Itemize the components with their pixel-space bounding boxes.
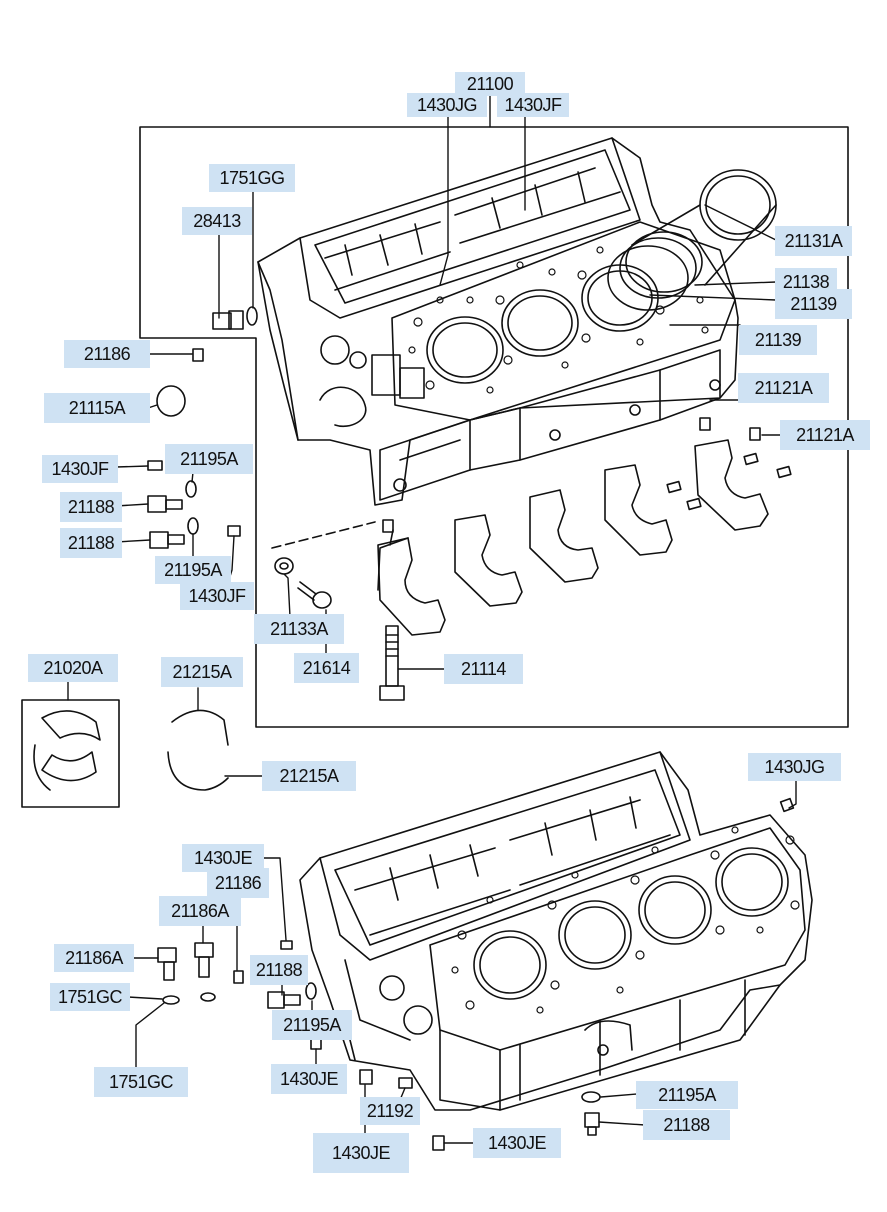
main-cap-bolt — [380, 626, 404, 700]
part-label-1430jg-top[interactable]: 1430JG — [407, 93, 487, 117]
part-label-21020a[interactable]: 21020A — [28, 654, 118, 682]
lower-left-small-parts — [158, 941, 600, 1150]
part-label-21215a-upper[interactable]: 21215A — [161, 657, 243, 687]
part-label-21215a-lower[interactable]: 21215A — [262, 761, 356, 791]
part-label-21139-a[interactable]: 21139 — [775, 289, 852, 319]
part-label-1430je-b[interactable]: 1430JE — [271, 1064, 347, 1094]
part-label-21188-lower[interactable]: 21188 — [60, 528, 122, 558]
part-label-28413[interactable]: 28413 — [182, 207, 252, 235]
part-label-1751gc-b[interactable]: 1751GC — [94, 1067, 188, 1097]
part-label-21139-b[interactable]: 21139 — [739, 325, 817, 355]
part-label-21188-block[interactable]: 21188 — [250, 955, 308, 985]
part-label-21195a-bottom[interactable]: 21195A — [636, 1081, 738, 1109]
part-label-21186-lower[interactable]: 21186 — [207, 868, 269, 898]
part-label-21121a-b[interactable]: 21121A — [780, 420, 870, 450]
upper-engine-block — [258, 138, 776, 505]
part-label-1430jf-pin[interactable]: 1430JF — [180, 582, 254, 610]
part-label-1430jf-top[interactable]: 1430JF — [497, 93, 569, 117]
part-label-21195a-lower[interactable]: 21195A — [155, 556, 231, 584]
part-label-21121a-a[interactable]: 21121A — [738, 373, 829, 403]
leader-lines — [68, 96, 796, 1143]
part-label-1430jf-left[interactable]: 1430JF — [42, 455, 118, 483]
part-label-21188-bottom[interactable]: 21188 — [643, 1110, 730, 1140]
upper-left-small-parts — [148, 307, 257, 548]
part-label-21186a-b[interactable]: 21186A — [54, 944, 134, 972]
part-label-21186a-a[interactable]: 21186A — [159, 896, 241, 926]
part-label-21195a-upper[interactable]: 21195A — [165, 444, 253, 474]
lower-engine-block — [300, 752, 812, 1110]
part-label-21195a-block[interactable]: 21195A — [272, 1010, 352, 1040]
part-label-1751gc-a[interactable]: 1751GC — [50, 983, 130, 1011]
part-label-21188-upper[interactable]: 21188 — [60, 492, 122, 522]
part-label-21115a[interactable]: 21115A — [44, 393, 150, 423]
part-label-1430jg-lower[interactable]: 1430JG — [748, 753, 841, 781]
part-label-21131a[interactable]: 21131A — [775, 226, 852, 256]
part-label-21186-top[interactable]: 21186 — [64, 340, 150, 368]
part-label-21100-assembly[interactable]: 21100 — [455, 72, 525, 96]
part-label-1430je-c[interactable]: 1430JE — [313, 1133, 409, 1173]
main-bearing-caps — [378, 440, 791, 635]
part-label-1430je-d[interactable]: 1430JE — [473, 1128, 561, 1158]
part-label-21133a[interactable]: 21133A — [254, 614, 344, 644]
part-label-1751gg[interactable]: 1751GG — [209, 164, 295, 192]
part-label-21192[interactable]: 21192 — [360, 1097, 420, 1125]
part-label-21614[interactable]: 21614 — [294, 653, 359, 683]
part-label-1430je-a[interactable]: 1430JE — [182, 844, 264, 872]
part-label-21114[interactable]: 21114 — [444, 654, 523, 684]
